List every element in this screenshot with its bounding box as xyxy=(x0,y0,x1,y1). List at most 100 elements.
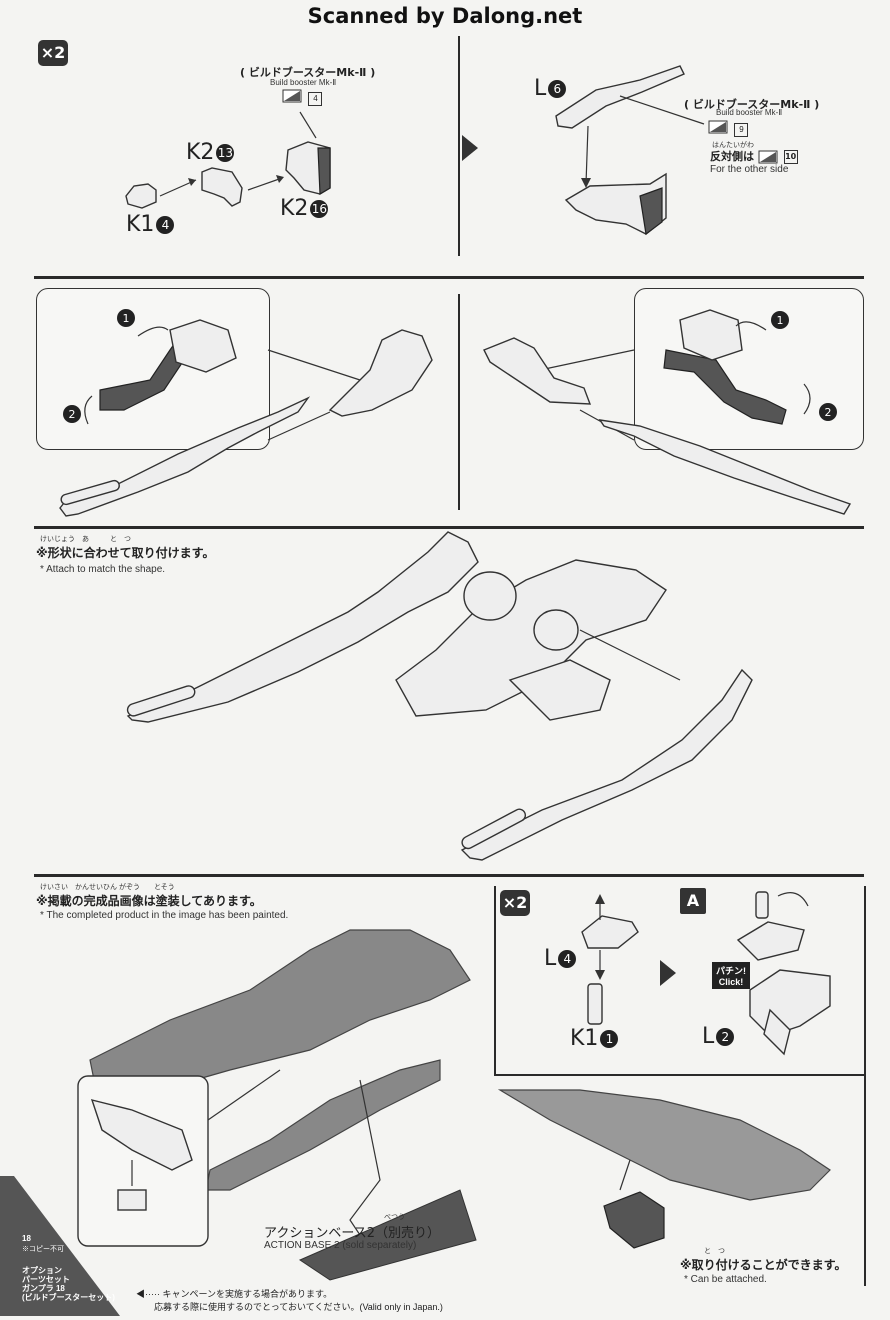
step2-illustration xyxy=(555,65,705,236)
sticker-number: 4 xyxy=(308,91,323,106)
sticker-icon-2 xyxy=(708,120,728,134)
callout-left-box xyxy=(36,288,270,450)
step7-note-jp: ※取り付けることができます。 xyxy=(680,1258,847,1272)
callout-num-2-left-text: 2 xyxy=(69,408,76,421)
multiplier-badge: ×2 xyxy=(38,40,68,66)
divider-1 xyxy=(34,276,864,279)
step7-note-en: * Can be attached. xyxy=(684,1274,767,1285)
attach-guide xyxy=(579,629,681,681)
base-ruby: べつう xyxy=(384,1214,405,1221)
callout-num-1-left xyxy=(117,309,135,327)
sticker-ref: 4 xyxy=(282,89,323,108)
attach-panel-model xyxy=(497,1089,831,1201)
rotate-arrow-2-right xyxy=(803,383,811,415)
right-weapon-body xyxy=(598,419,852,515)
step7-note-ruby: と つ xyxy=(704,1248,725,1255)
left-callout-joint xyxy=(169,319,237,373)
other-side-en: For the other side xyxy=(710,164,789,175)
other-side-jp: 反対側は 10 xyxy=(710,150,798,164)
right-callout-joint xyxy=(679,309,743,361)
rotate-arrow-1-left xyxy=(137,326,169,337)
step5-note-jp: ※掲載の完成品画像は塗装してあります。 xyxy=(36,894,262,908)
completed-model-booster xyxy=(205,1059,441,1191)
left-weapon-arm xyxy=(328,329,433,417)
sticker-leader xyxy=(299,111,317,139)
k1-1-part xyxy=(587,983,603,1025)
callout-num-1-right xyxy=(771,311,789,329)
other-side-number: 10 xyxy=(783,150,798,164)
click-jp: パチン! xyxy=(716,966,746,976)
detail-peg xyxy=(117,1189,147,1211)
build-booster-label-jp: ( ビルドブースターMk-Ⅱ ) xyxy=(240,66,376,79)
click-en: Click! xyxy=(718,977,744,987)
scan-credit: Scanned by Dalong.net xyxy=(307,4,583,28)
page-number: 18 xyxy=(22,1234,31,1243)
callout-num-2-left xyxy=(63,405,81,423)
step3-illustration: 1 2 1 2 xyxy=(59,309,852,517)
copy-note: ※コピー不可 xyxy=(22,1246,64,1253)
build-booster-label-en: Build booster Mk-Ⅱ xyxy=(270,78,337,87)
sticker-number-2: 9 xyxy=(734,122,749,137)
peg-part xyxy=(755,891,769,919)
k1-part xyxy=(125,183,157,209)
rotate-arrow-2-left xyxy=(84,395,93,425)
divider-3 xyxy=(34,874,864,877)
main-body-lower xyxy=(508,659,611,721)
next-step-arrow-2 xyxy=(660,960,676,986)
build-booster-label-en-2: Build booster Mk-Ⅱ xyxy=(716,108,783,117)
click-indicator: パチン! Click! xyxy=(712,962,750,989)
callout-num-1-left-text: 1 xyxy=(123,312,130,325)
main-body-thruster-right xyxy=(533,609,579,651)
divider-4 xyxy=(496,1074,864,1076)
callout-num-2-right-text: 2 xyxy=(825,406,832,419)
build-booster-label-jp-2: ( ビルドブースターMk-Ⅱ ) xyxy=(684,98,820,111)
step4-illustration xyxy=(126,531,753,861)
left-weapon-barrel xyxy=(60,479,120,506)
other-side-ruby: はんたいがわ xyxy=(712,142,754,149)
step1-illustration xyxy=(125,111,331,209)
sticker-leader-2 xyxy=(619,95,705,125)
k2-13-part xyxy=(201,167,243,207)
callout-num-1-right-text: 1 xyxy=(777,314,784,327)
callout-letter-a: A xyxy=(680,888,706,914)
left-weapon-body xyxy=(59,396,311,517)
campaign-note-2: 応募する際に使用するのでとっておいてください。(Valid only in Ja… xyxy=(154,1302,443,1312)
step4-note-ruby: けいじょう あ と つ xyxy=(40,536,131,543)
step4-note-en: * Attach to match the shape. xyxy=(40,564,166,575)
assembly-arrow-2 xyxy=(247,177,283,191)
attach-arrow xyxy=(585,125,589,185)
rotate-arrow-1-right xyxy=(735,321,767,331)
detail-part xyxy=(90,1099,193,1171)
next-step-arrow xyxy=(462,135,478,161)
sticker-icon-3 xyxy=(758,150,778,164)
sticker-ref-2: 9 xyxy=(708,120,749,139)
sticker-icon xyxy=(282,89,302,103)
divider-2 xyxy=(34,526,864,529)
rotate-arrow-a xyxy=(777,892,809,907)
series-label: オプション パーツセット ガンプラ 18 (ビルドブースターセット) xyxy=(22,1266,115,1302)
vdivider-4 xyxy=(864,886,866,1286)
right-booster xyxy=(460,668,753,861)
action-base-jp: アクションベース2（別売り） xyxy=(264,1226,440,1241)
vdivider-2 xyxy=(458,294,460,510)
main-body-thruster-left xyxy=(463,571,517,621)
l6-part xyxy=(555,65,685,129)
step5-illustration xyxy=(77,929,477,1281)
vdivider-1 xyxy=(458,36,460,256)
right-weapon-arm xyxy=(483,337,592,405)
left-booster-barrel xyxy=(126,685,196,717)
page-footer-sidebar: 18 ※コピー不可 オプション パーツセット ガンプラ 18 (ビルドブースター… xyxy=(0,1176,120,1316)
action-base xyxy=(298,1189,477,1281)
campaign-note-1: ◀····· キャンペーンを実施する場合があります。 xyxy=(136,1289,333,1299)
step4-note-jp: ※形状に合わせて取り付けます。 xyxy=(36,546,215,560)
vdivider-3 xyxy=(494,886,496,1076)
step6-illustration xyxy=(497,891,831,1249)
attach-panel-part xyxy=(603,1191,665,1249)
